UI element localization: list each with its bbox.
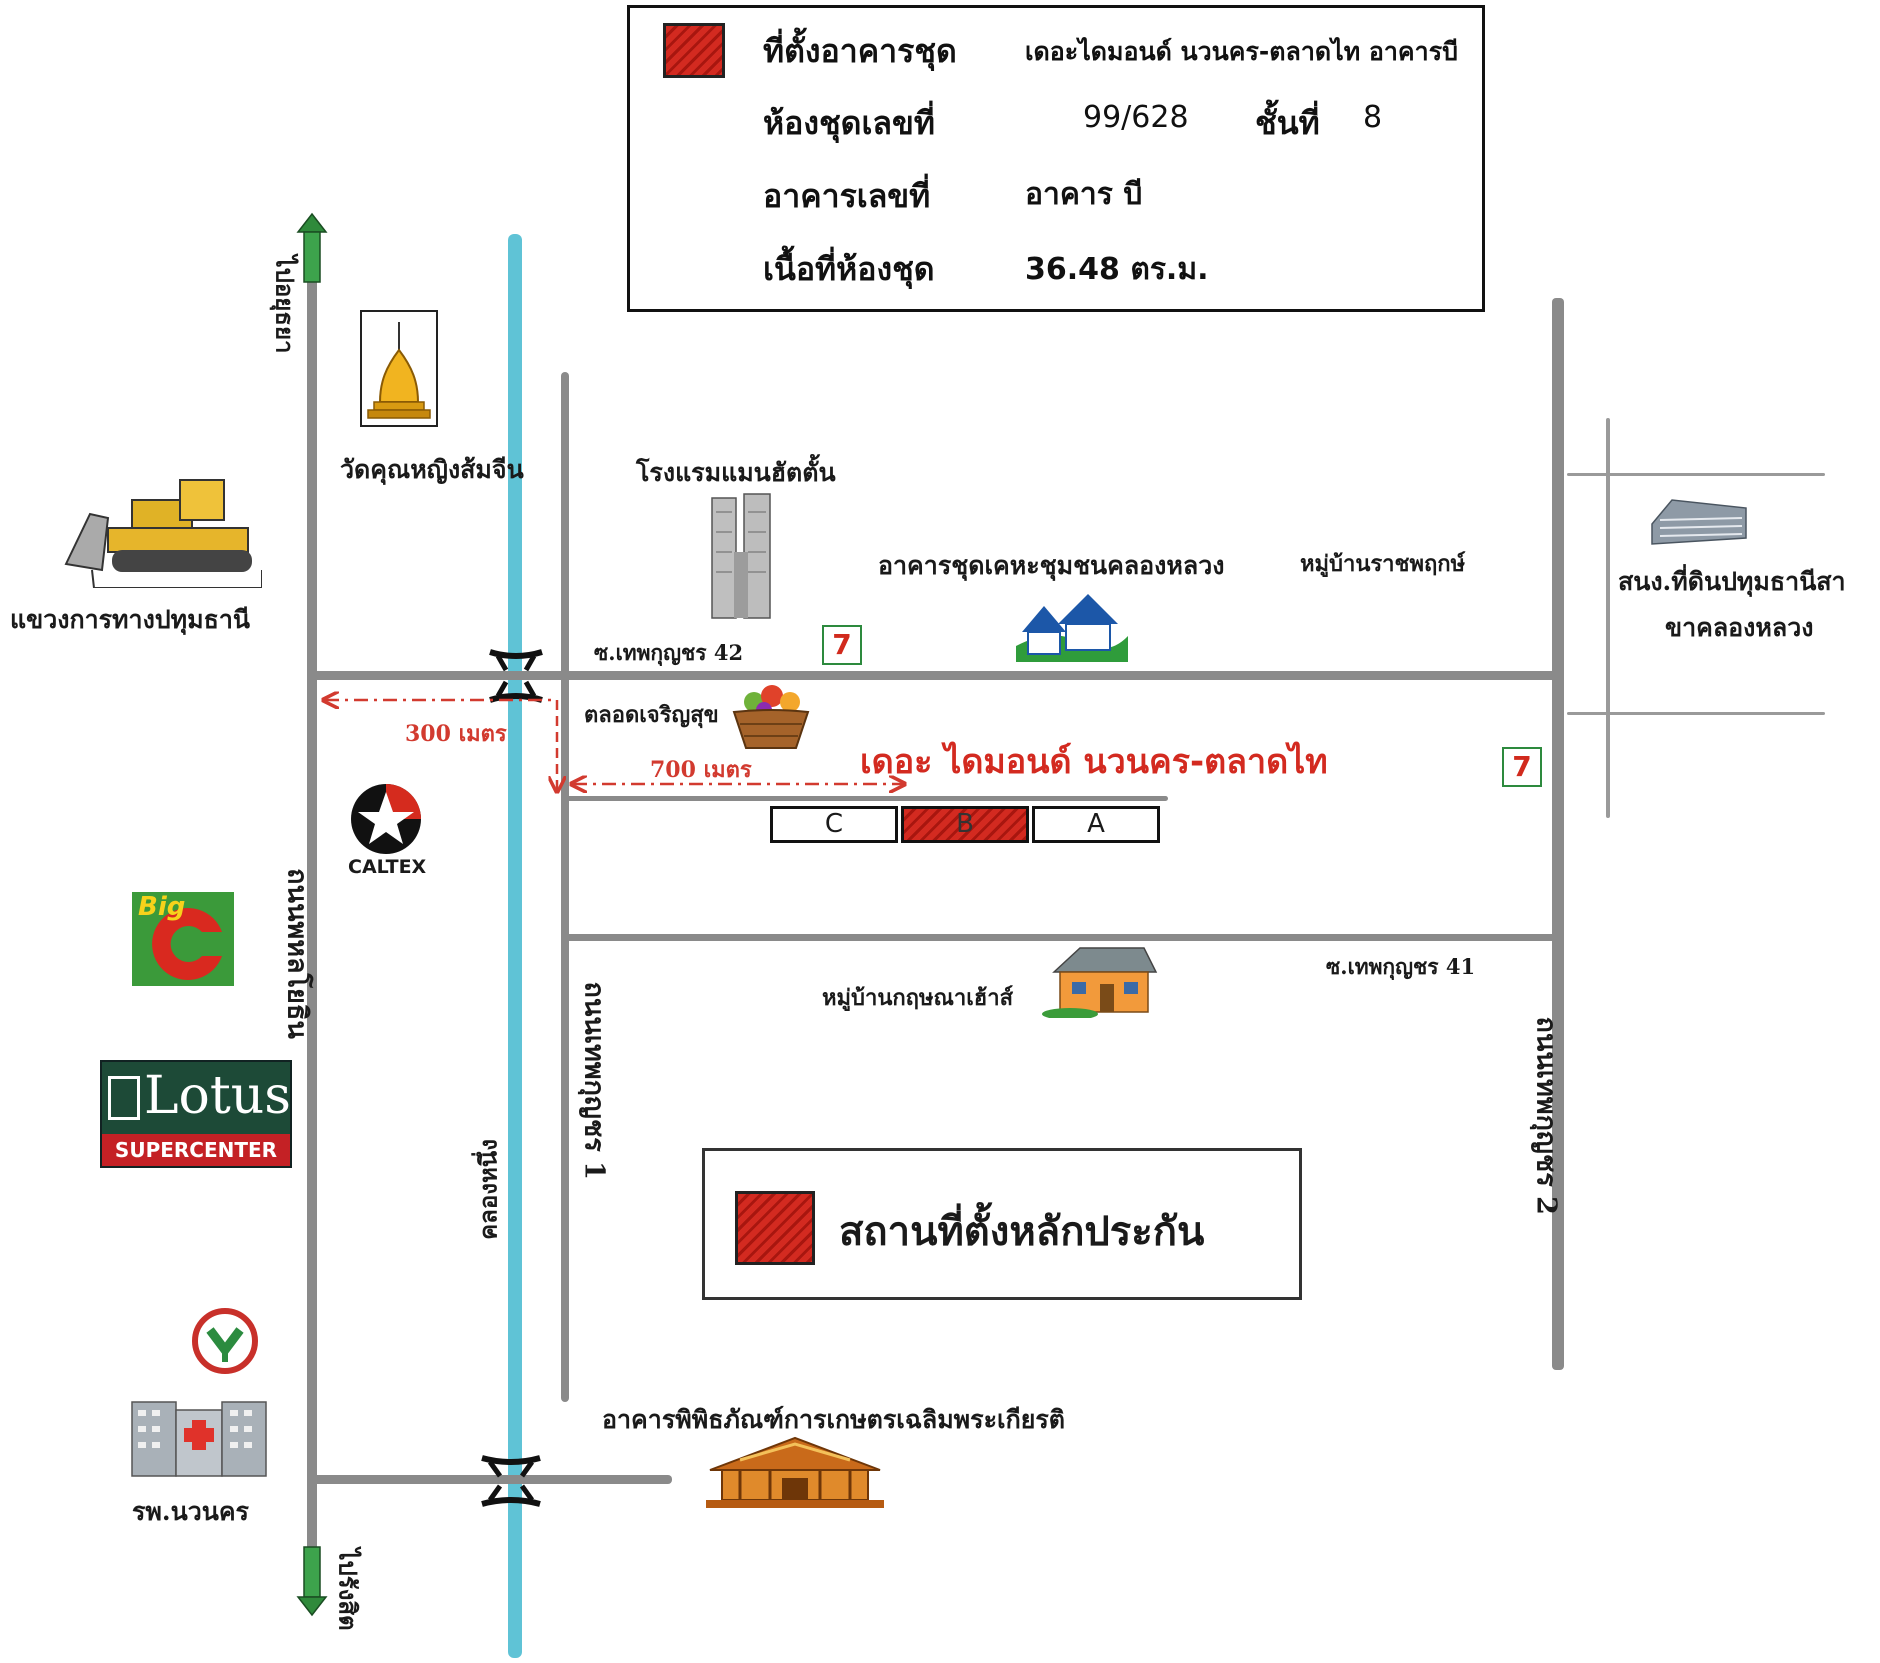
legend-box: สถานที่ตั้งหลักประกัน — [702, 1148, 1302, 1300]
south-arrow-icon — [296, 1546, 328, 1617]
side-road-h1 — [1567, 473, 1825, 476]
area-label: เนื้อที่ห้องชุด — [763, 250, 935, 288]
soi-41-line — [565, 934, 1558, 941]
unit-label: ห้องชุดเลขที่ — [763, 104, 935, 142]
hotel-icon — [711, 493, 771, 619]
soi-42-label: ซ.เทพกุญชร 42 — [594, 640, 744, 665]
building-no-value: อาคาร บี — [1025, 177, 1143, 212]
highway-office-label: แขวงการทางปทุมธานี — [10, 605, 250, 634]
building-c: C — [770, 806, 898, 843]
property-info-box: ที่ตั้งอาคารชุด เดอะไดมอนด์ นวนคร-ตลาดไท… — [627, 5, 1485, 312]
project-name: เดอะ ไดมอนด์ นวนคร-ตลาดไท — [860, 742, 1328, 782]
land-office-icon — [1651, 499, 1747, 545]
lotus-text: Lotus — [144, 1066, 291, 1126]
big-c-text: Big — [138, 892, 186, 922]
seven-eleven-icon-top: 7 — [822, 625, 862, 665]
to-north-label: ไปอยุธยา — [270, 255, 300, 354]
side-road-v — [1606, 418, 1610, 818]
lotus-logo: Lotus SUPERCENTER — [100, 1060, 292, 1168]
building-label: ที่ตั้งอาคารชุด — [763, 32, 957, 70]
museum-icon — [706, 1436, 884, 1508]
main-road-line — [307, 250, 317, 1550]
floor-label: ชั้นที่ — [1255, 104, 1320, 142]
location-swatch — [663, 23, 725, 78]
building-no-label: อาคารเลขที่ — [763, 177, 931, 215]
village-krit-label: หมู่บ้านกฤษณาเฮ้าส์ — [822, 985, 1013, 1011]
soi-42-line — [312, 671, 1560, 680]
bank-logo-icon — [192, 1308, 258, 1374]
seven-eleven-icon-right: 7 — [1502, 747, 1542, 787]
hospital-label: รพ.นวนคร — [132, 1497, 249, 1526]
unit-value: 99/628 — [1083, 100, 1189, 135]
caltex-icon — [351, 784, 421, 854]
big-c-logo: Big — [132, 892, 234, 986]
bulldozer-icon — [64, 479, 262, 588]
distance-700: 700 เมตร — [650, 757, 752, 783]
thep-road-1-line — [561, 372, 569, 1402]
legend-label: สถานที่ตั้งหลักประกัน — [839, 1209, 1205, 1255]
fruit-basket-icon — [732, 685, 810, 749]
land-office-label-2: ขาคลองหลวง — [1665, 613, 1814, 642]
building-a: A — [1032, 806, 1160, 843]
canal — [508, 234, 522, 1658]
hospital-icon — [131, 1401, 267, 1477]
housing-icon — [1016, 594, 1128, 662]
market-label: ตลอดเจริญสุข — [584, 702, 719, 728]
soi-41-label: ซ.เทพกุญชร 41 — [1326, 954, 1476, 979]
lotus-sub: SUPERCENTER — [102, 1134, 290, 1166]
village-rat-label: หมู่บ้านราชพฤกษ์ — [1300, 551, 1466, 577]
area-value: 36.48 ตร.ม. — [1025, 252, 1209, 287]
thep-road-2-line — [1552, 298, 1564, 1370]
caltex-label: CALTEX — [348, 856, 427, 878]
lotus-flower-icon — [108, 1076, 140, 1120]
north-arrow-icon — [296, 212, 328, 283]
temple-icon — [360, 310, 438, 427]
museum-label: อาคารพิพิธภัณฑ์การเกษตรเฉลิมพระเกียรติ — [602, 1405, 1066, 1434]
village-house-icon — [1042, 947, 1158, 1018]
housing-label: อาคารชุดเคหะชุมชนคลองหลวง — [878, 551, 1225, 580]
bottom-road-line — [312, 1475, 672, 1484]
hotel-label: โรงแรมแมนฮัตตั้น — [636, 458, 836, 487]
project-road-line — [565, 796, 1168, 801]
bridge-icon-south — [481, 1455, 541, 1507]
to-south-label: ไปรังสิต — [333, 1548, 363, 1631]
land-office-label-1: สนง.ที่ดินปทุมธานีสา — [1618, 567, 1846, 596]
building-value: เดอะไดมอนด์ นวนคร-ตลาดไท อาคารบี — [1025, 37, 1458, 66]
distance-arrows — [315, 680, 915, 800]
main-road-label: ถนนพหลโยธิน — [281, 868, 313, 1039]
building-b: B — [901, 806, 1029, 843]
thep-road-1-label: ถนนเทพกุญชร 1 — [578, 981, 610, 1180]
floor-value: 8 — [1363, 100, 1383, 135]
legend-swatch — [735, 1191, 815, 1265]
thep-road-2-label: ถนนเทพกุญชร 2 — [1530, 1016, 1562, 1215]
canal-label: คลองหนึ่ง — [473, 1139, 503, 1240]
distance-300: 300 เมตร — [405, 721, 507, 747]
side-road-h2 — [1567, 712, 1825, 715]
temple-label: วัดคุณหญิงส้มจีน — [340, 455, 524, 484]
